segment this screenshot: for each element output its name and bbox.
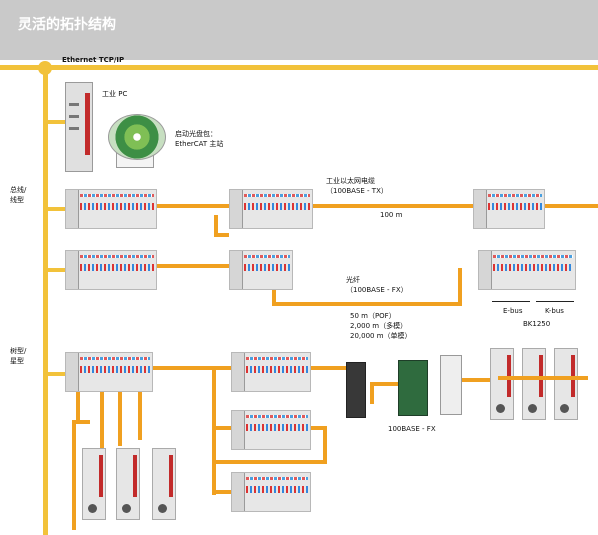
ethercat-trunk xyxy=(43,66,48,535)
industrial-pc-icon xyxy=(65,82,93,172)
cable-row3-d xyxy=(462,378,498,382)
io-station-icon xyxy=(231,410,311,450)
io-station-icon xyxy=(229,189,313,229)
trunk-to-ipc xyxy=(43,120,67,124)
page-title: 灵活的拓扑结构 xyxy=(18,17,116,33)
io-station-icon xyxy=(65,352,153,392)
cd-label-1: 启动光盘包： xyxy=(175,130,217,138)
servo-drive-icon xyxy=(522,348,546,420)
fiber-distance-2: 2,000 m（多模） xyxy=(350,322,408,330)
io-station-icon xyxy=(231,352,311,392)
industrial-pc-label: 工业 PC xyxy=(102,90,128,98)
cable-row1-drop-h xyxy=(214,233,229,237)
ipc-slot xyxy=(69,127,79,130)
cable-row3-c xyxy=(370,382,400,386)
ipc-slot xyxy=(69,115,79,118)
header-bar: 灵活的拓扑结构 xyxy=(0,0,598,60)
io-station-icon xyxy=(231,472,311,512)
fiber-label-1: 光纤 xyxy=(346,276,360,284)
fx-label: 100BASE - FX xyxy=(388,425,436,433)
cd-icon xyxy=(108,114,166,160)
fiber-distance-1: 50 m（POF） xyxy=(350,312,396,320)
trunk-branch-row3 xyxy=(43,372,65,376)
fx-junction-icon xyxy=(398,360,428,416)
servo-drive-icon xyxy=(116,448,140,520)
fiber-cable-up xyxy=(458,268,462,306)
cable-tree-h2 xyxy=(212,490,231,494)
cable-row3-a xyxy=(153,366,231,370)
ebus-label: E-bus xyxy=(503,307,523,315)
io-box-icon xyxy=(346,362,366,418)
kbus-label: K-bus xyxy=(545,307,564,315)
ethernet-bus xyxy=(0,65,598,70)
cable-row3-c-drop xyxy=(370,382,374,404)
cable-tree-loop-v xyxy=(323,426,327,464)
topology-line-label-1: 总线/ xyxy=(10,186,27,194)
cable-drives xyxy=(498,376,588,380)
fiber-cable-h xyxy=(272,302,460,306)
ipc-accent xyxy=(85,93,90,155)
io-station-icon xyxy=(65,250,157,290)
cable-row1-c xyxy=(545,204,598,208)
cable-drop-2 xyxy=(100,392,104,452)
servo-drive-icon xyxy=(554,348,578,420)
cable-tree-vertical xyxy=(212,370,216,495)
trunk-branch-row2 xyxy=(43,268,65,272)
cable-drop-3 xyxy=(118,392,122,446)
fx-module-icon xyxy=(440,355,462,415)
fiber-cable xyxy=(272,290,276,306)
topology-tree-label-1: 树型/ xyxy=(10,347,27,355)
topology-tree-label-2: 星型 xyxy=(10,357,24,365)
io-station-icon xyxy=(65,189,157,229)
io-station-icon xyxy=(478,250,576,290)
cable-row1-drop xyxy=(214,215,218,237)
cable-tree-loop xyxy=(311,426,327,430)
cable-drop-1 xyxy=(76,392,80,422)
cable-row3-b xyxy=(311,366,351,370)
servo-drive-icon xyxy=(152,448,176,520)
servo-drive-icon xyxy=(82,448,106,520)
cable-tree-loop-h xyxy=(212,460,327,464)
topology-line-label-2: 线型 xyxy=(10,196,24,204)
trunk-branch-row1 xyxy=(43,207,65,211)
cable-drop-1h xyxy=(76,420,90,424)
cable-row1-b xyxy=(313,204,473,208)
cable-label-1: 工业以太网电缆 xyxy=(326,177,375,185)
ipc-slot xyxy=(69,103,79,106)
bk1250-label: BK1250 xyxy=(523,320,551,328)
kbus-arrow xyxy=(536,301,574,302)
io-station-icon xyxy=(229,250,293,290)
servo-drive-icon xyxy=(490,348,514,420)
distance-100m: 100 m xyxy=(380,211,403,219)
cd-label-2: EtherCAT 主站 xyxy=(175,140,224,148)
ethernet-label: Ethernet TCP/IP xyxy=(62,56,125,64)
cable-label-2: （100BASE - TX） xyxy=(326,187,388,195)
fiber-distance-3: 20,000 m（单模） xyxy=(350,332,412,340)
cable-row2-a xyxy=(157,264,229,268)
cable-row1-a xyxy=(157,204,229,208)
ebus-arrow xyxy=(492,301,530,302)
cable-drop-4 xyxy=(138,392,142,440)
fiber-label-2: （100BASE - FX） xyxy=(346,286,408,294)
io-station-icon xyxy=(473,189,545,229)
cable-tree-h1 xyxy=(212,426,231,430)
cable-drop-1v xyxy=(72,420,76,530)
